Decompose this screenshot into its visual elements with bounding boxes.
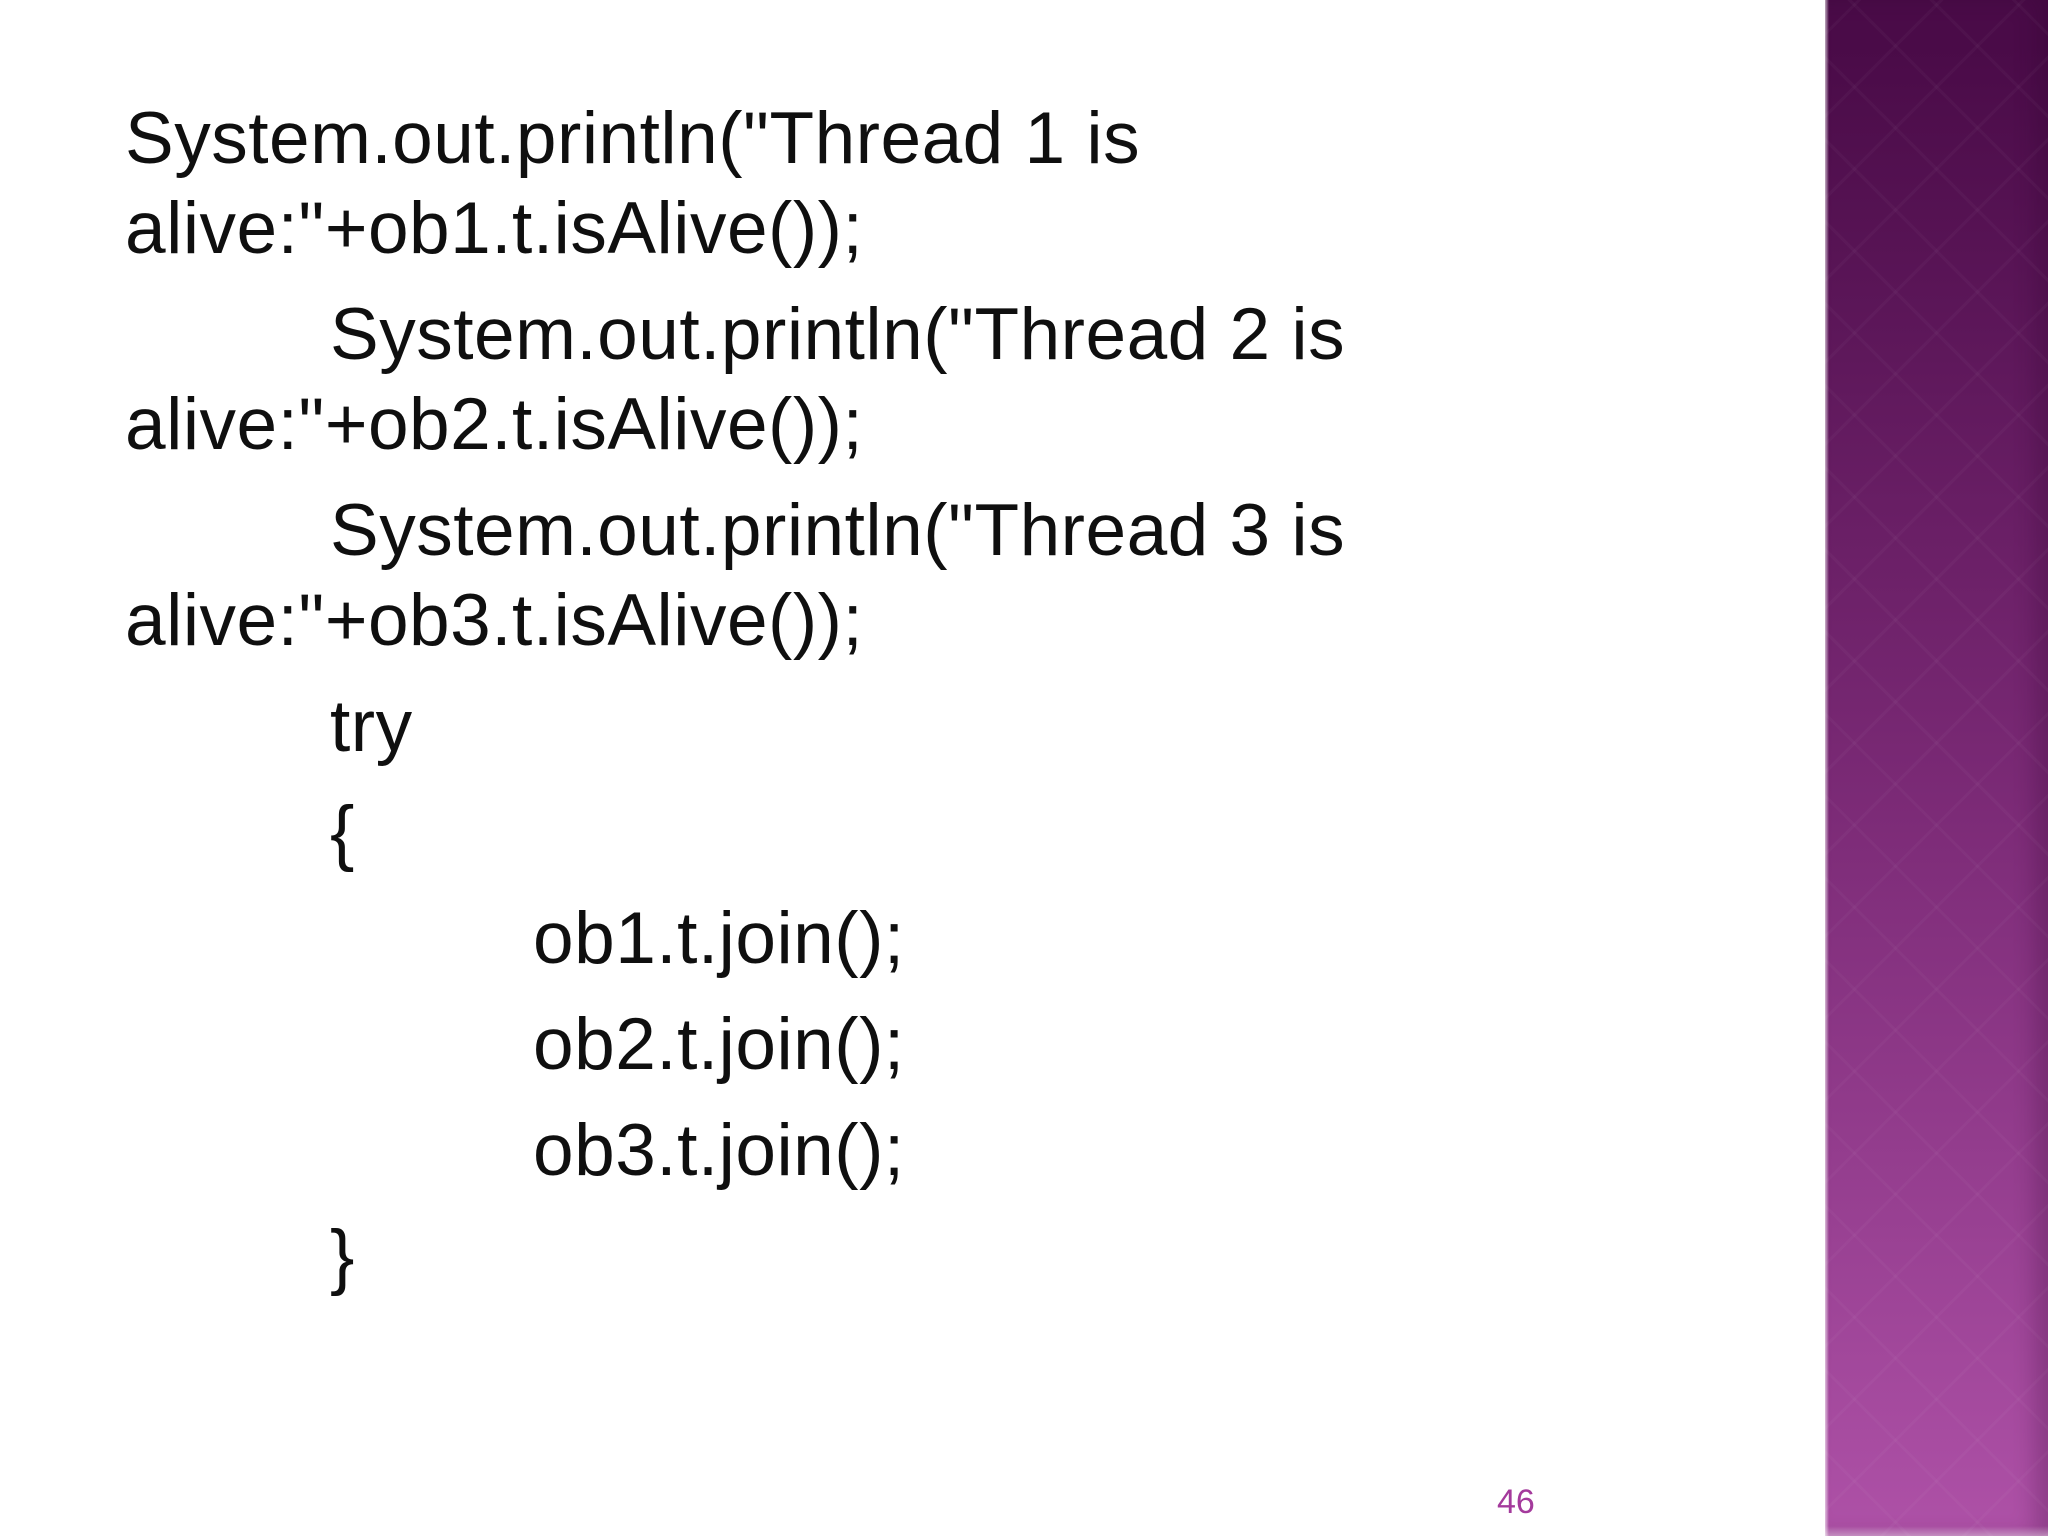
code-line: System.out.println("Thread 2 is (330, 294, 1346, 375)
code-line: ob1.t.join(); (533, 898, 905, 979)
accent-bar (1825, 0, 2048, 1536)
code-block: System.out.println("Thread 1 is alive:"+o… (125, 94, 1345, 1302)
code-line: ob3.t.join(); (533, 1110, 905, 1191)
code-line: System.out.println("Thread 1 is (125, 98, 1141, 179)
code-line: System.out.println("Thread 3 is (330, 490, 1346, 571)
code-line: alive:"+ob2.t.isAlive()); (125, 384, 864, 465)
code-line: try (330, 686, 413, 767)
code-line: ob2.t.join(); (533, 1004, 905, 1085)
code-line: alive:"+ob1.t.isAlive()); (125, 188, 864, 269)
code-line: } (330, 1216, 355, 1297)
code-line: { (330, 792, 355, 873)
code-line: alive:"+ob3.t.isAlive()); (125, 580, 864, 661)
page-number: 46 (1497, 1483, 1535, 1521)
